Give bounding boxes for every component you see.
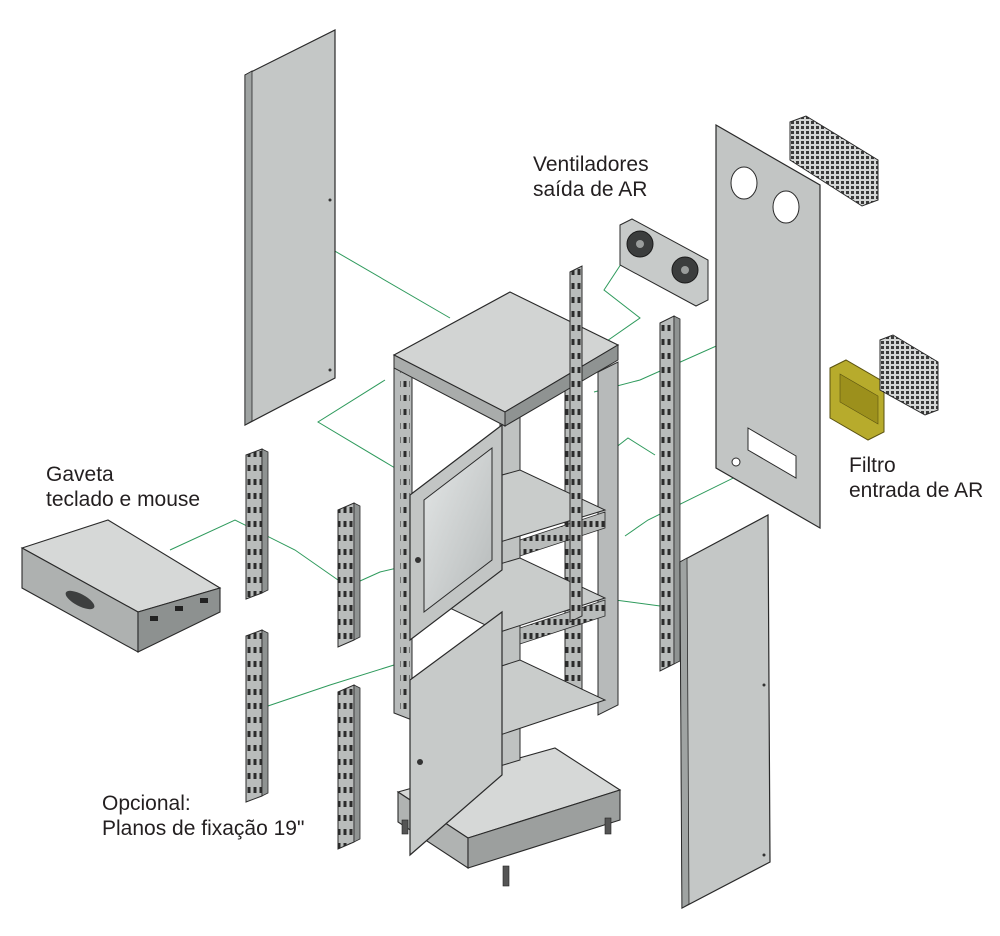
label-opcional-line1: Opcional: (102, 792, 191, 815)
label-filtro-line1: Filtro (849, 454, 896, 477)
label-gaveta-line2: teclado e mouse (46, 488, 201, 511)
leader-top-mesh (317, 379, 396, 469)
label-opcional-line2: Planos de fixação 19" (102, 817, 305, 840)
upright-left-upper (245, 448, 269, 600)
upright-mid-upper (337, 502, 361, 648)
leader-opt-plane (261, 659, 411, 709)
left-side-panel (244, 29, 336, 426)
label-ventiladores: Ventiladores saída de AR (533, 152, 649, 202)
back-panel (715, 123, 821, 530)
fan-unit (619, 218, 709, 307)
leader-fan-unit (593, 254, 641, 351)
glass-door (409, 423, 503, 642)
label-ventiladores-line2: saída de AR (533, 178, 648, 201)
keyboard-drawer (20, 519, 222, 653)
mesh-grille-filter (879, 334, 939, 416)
label-ventiladores-line1: Ventiladores (533, 153, 649, 176)
lower-door (409, 610, 503, 857)
back-upright (569, 265, 583, 623)
air-filter (829, 359, 885, 441)
mesh-grille-top (789, 115, 879, 207)
upright-left-lower (245, 629, 269, 803)
label-filtro-line2: entrada de AR (849, 479, 984, 502)
label-gaveta-line1: Gaveta (46, 463, 114, 486)
right-upright (659, 315, 681, 672)
upright-mid-lower (337, 684, 361, 850)
label-filtro: Filtro entrada de AR (849, 453, 983, 503)
right-side-panel (679, 514, 771, 909)
label-gaveta: Gaveta teclado e mouse (46, 462, 200, 512)
label-opcional: Opcional: Planos de fixação 19" (102, 791, 304, 841)
